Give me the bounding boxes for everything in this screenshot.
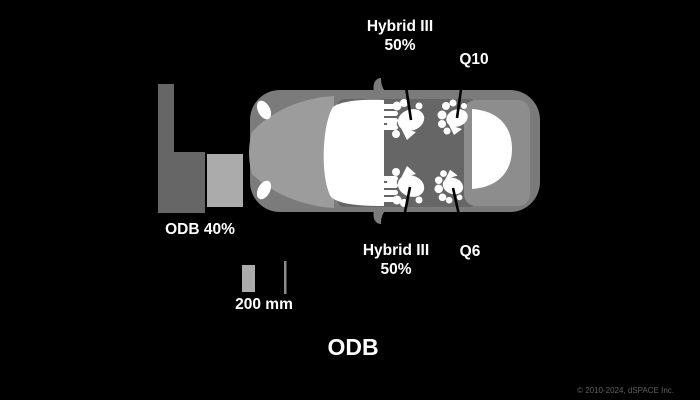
odb-barrier-graphic [158,84,243,213]
label-hybrid-iii-top-line1: Hybrid III [366,18,434,35]
headlight-right-icon [256,180,272,200]
barrier-wall-base [158,152,205,213]
label-200mm: 200 mm [235,296,293,313]
scale-block [242,265,255,292]
barrier-deformable-element [207,154,243,207]
diagram-title: ODB [327,334,379,360]
label-hybrid-iii-bottom-line2: 50% [380,261,412,278]
callout-lines [397,59,467,243]
headlight-left-icon [256,100,272,120]
car-hood [249,96,334,208]
label-hybrid-iii-top-line2: 50% [384,37,416,54]
side-mirror-bottom-icon [373,209,387,224]
callout-line-hybrid-bottom [397,186,412,243]
callout-line-q6 [451,187,467,243]
label-odb-40-percent: ODB 40% [165,221,235,238]
side-mirror-top-icon [373,78,387,93]
car-rear-window [472,109,512,189]
scale-200mm-graphic [242,261,287,294]
callout-line-q10 [455,67,466,119]
label-hybrid-iii-bottom: Hybrid III 50% [326,241,466,279]
label-q10: Q10 [459,51,489,68]
copyright-text: © 2010-2024, dSPACE Inc. [577,386,674,395]
label-hybrid-iii-top: Hybrid III 50% [330,17,470,55]
label-hybrid-iii-bottom-line1: Hybrid III [362,242,430,259]
scale-tick-line [284,261,287,294]
car-windshield [323,99,384,206]
callout-line-hybrid-top [400,59,413,121]
label-q6: Q6 [459,243,481,260]
